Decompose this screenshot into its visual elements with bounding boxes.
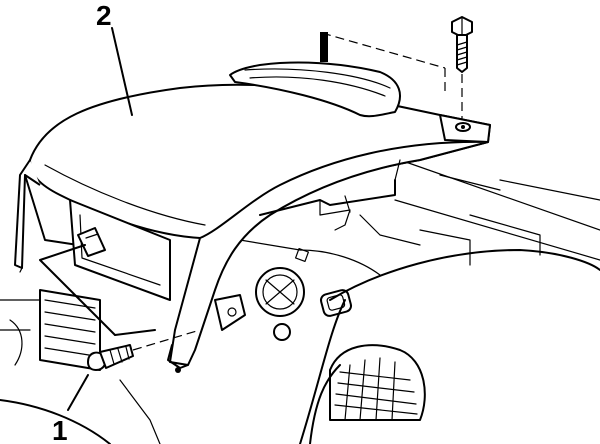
reference-plane-dashed [320, 32, 446, 95]
screw-part-1 [87, 329, 201, 371]
left-air-vent [0, 289, 161, 444]
dashboard-body [239, 159, 600, 444]
right-air-vent [309, 344, 426, 444]
callout-label-1: 1 [52, 415, 68, 444]
callout-label-2: 2 [96, 0, 112, 31]
callout-leaders [39, 27, 156, 411]
hazard-switch [319, 289, 353, 317]
instrument-cover-part-2 [14, 61, 491, 373]
small-indicator [294, 247, 310, 263]
mounting-bolt-top [451, 16, 473, 120]
center-vent-round [255, 267, 305, 341]
